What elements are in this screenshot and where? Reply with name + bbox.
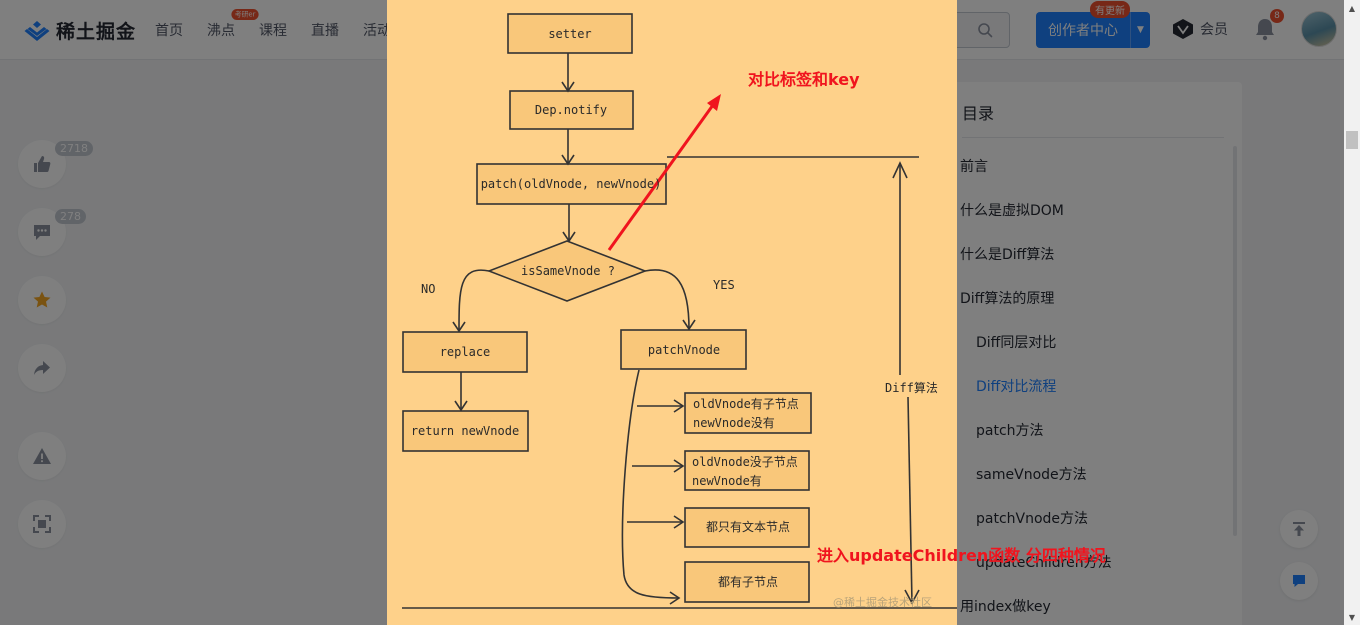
label-diff-algorithm: Diff算法: [885, 380, 938, 395]
label-replace: replace: [440, 345, 491, 359]
box-case-3: [684, 507, 810, 548]
box-setter: [507, 13, 633, 54]
label-setter: setter: [548, 27, 591, 41]
box-patch: [476, 163, 667, 205]
annotation-update-children: 进入updateChildren函数 分四种情况: [817, 546, 1106, 565]
scroll-up-arrow-icon[interactable]: ▲: [1348, 3, 1356, 13]
label-case-3: 都只有文本节点: [706, 519, 790, 534]
box-return: [402, 410, 529, 452]
label-return: return newVnode: [411, 424, 519, 438]
page-scrollbar[interactable]: [1344, 0, 1360, 625]
box-case-1: [684, 392, 812, 434]
box-case-4: [684, 561, 810, 603]
label-dep-notify: Dep.notify: [535, 103, 607, 117]
scroll-down-arrow-icon[interactable]: ▼: [1348, 612, 1356, 622]
label-no: NO: [421, 282, 435, 296]
box-dep-notify: [509, 90, 634, 130]
label-is-same: isSameVnode ?: [521, 264, 615, 278]
image-watermark: @稀土掘金技术社区: [833, 596, 932, 609]
diff-flowchart: setter Dep.notify patch(oldVnode, newVno…: [402, 13, 957, 609]
label-yes: YES: [713, 278, 735, 292]
box-replace: [402, 331, 528, 373]
box-patch-vnode: [620, 329, 747, 370]
label-case-2-line-1: oldVnode没子节点: [692, 454, 798, 469]
flowchart-image-preview: setter Dep.notify patch(oldVnode, newVno…: [387, 0, 957, 625]
annotation-compare-tag-key: 对比标签和key: [748, 70, 860, 89]
label-case-1-line-2: newVnode没有: [693, 415, 775, 430]
label-patch: patch(oldVnode, newVnode): [481, 177, 662, 191]
label-case-1-line-1: oldVnode有子节点: [693, 397, 799, 411]
diamond-is-same: [486, 240, 648, 302]
box-case-2: [684, 450, 810, 491]
label-case-4: 都有子节点: [718, 575, 778, 589]
label-patch-vnode: patchVnode: [648, 343, 720, 357]
scrollbar-thumb[interactable]: [1346, 131, 1358, 149]
label-case-2-line-2: newVnode有: [692, 474, 762, 488]
